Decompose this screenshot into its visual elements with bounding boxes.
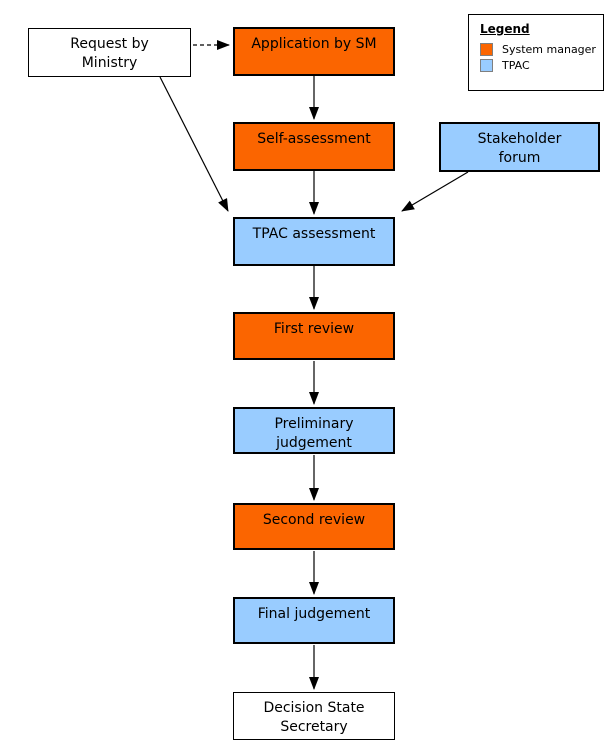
legend-item-label: TPAC (502, 59, 530, 72)
legend-swatch-system-manager (480, 43, 493, 56)
legend-title: Legend (480, 22, 530, 36)
node-preliminary-judgement: Preliminary judgement (233, 407, 395, 454)
node-self-assessment: Self-assessment (233, 122, 395, 171)
legend-item: TPAC (480, 59, 603, 72)
legend-item: System manager (480, 43, 603, 56)
node-first-review: First review (233, 312, 395, 360)
edge-request-to-tpac-assessment (159, 76, 229, 212)
legend-item-label: System manager (502, 43, 596, 56)
node-second-review: Second review (233, 503, 395, 550)
edge-stakeholder-to-tpac-assessment (401, 171, 469, 212)
node-tpac-assessment: TPAC assessment (233, 217, 395, 266)
legend-swatch-tpac (480, 59, 493, 72)
node-request-by-ministry: Request by Ministry (28, 28, 191, 77)
node-application-by-sm: Application by SM (233, 27, 395, 76)
node-final-judgement: Final judgement (233, 597, 395, 644)
legend: Legend System manager TPAC (468, 14, 604, 91)
node-stakeholder-forum: Stakeholder forum (439, 122, 600, 172)
node-decision-state-secretary: Decision State Secretary (233, 692, 395, 740)
